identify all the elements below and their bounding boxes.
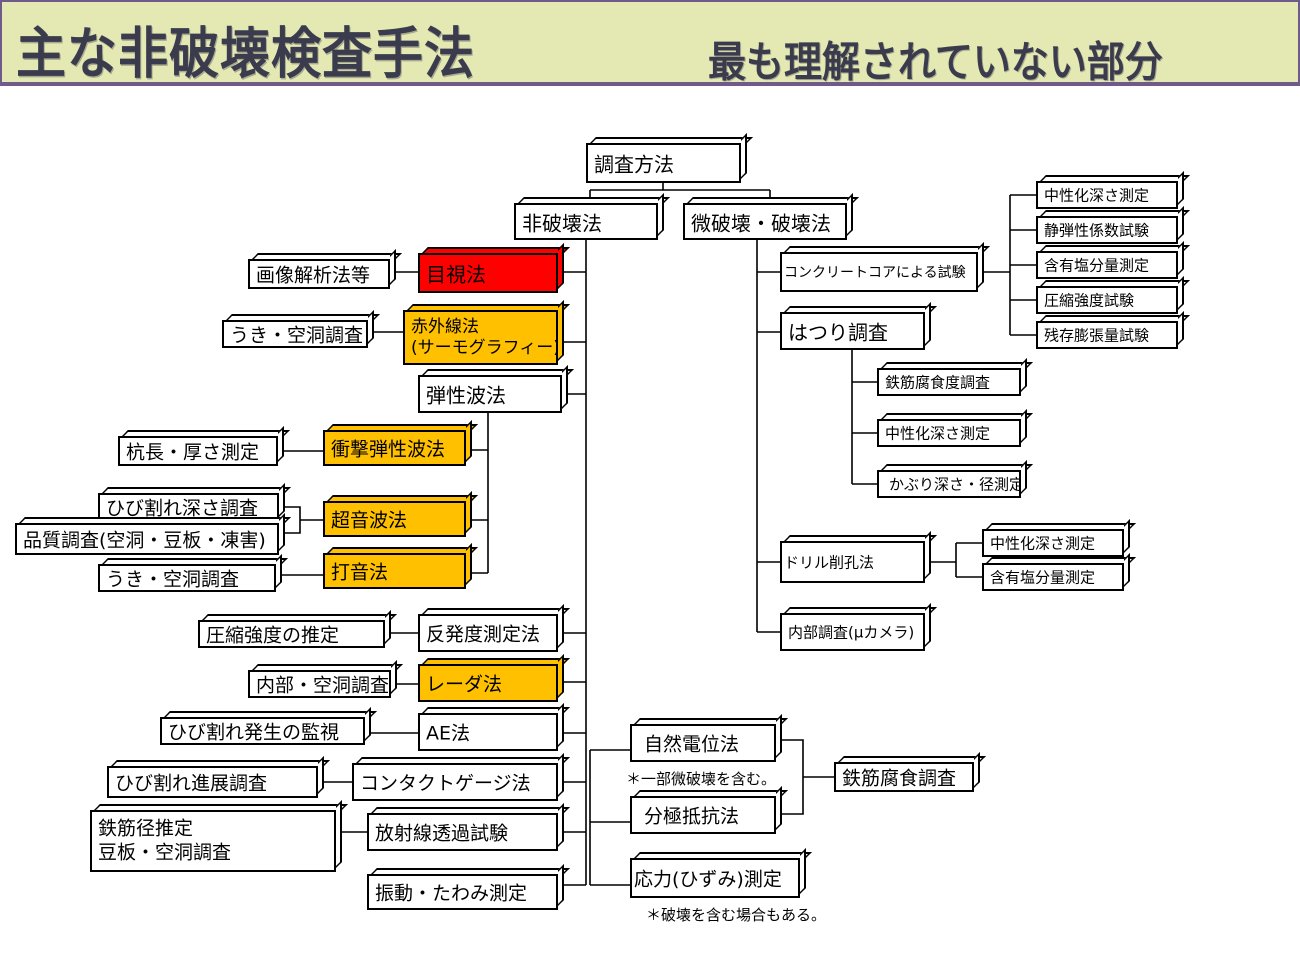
purpose-delamination-void: うき・空洞調査	[222, 320, 368, 348]
purpose-quality-survey: 品質調査(空洞・豆板・凍害)	[15, 523, 279, 555]
non-destructive-node: 非破壊法	[514, 203, 658, 240]
purpose-rebar-corrosion: 鉄筋腐食調査	[834, 762, 974, 792]
chipping-branches	[851, 350, 877, 485]
purpose-pile-thickness: 杭長・厚さ測定	[118, 436, 278, 466]
method-infrared: 赤外線法 (サーモグラフィー)	[403, 310, 560, 365]
non-destructive-branches	[558, 271, 586, 886]
core-child-carbonation-depth: 中性化深さ測定	[1036, 181, 1178, 209]
method-radar: レーダ法	[418, 664, 558, 702]
purpose-delamination-void-2: うき・空洞調査	[98, 564, 276, 592]
purpose-connectors	[280, 271, 420, 833]
method-radiography: 放射線透過試験	[367, 813, 558, 851]
destructive-node: 微破壊・破壊法	[683, 203, 847, 240]
method-chipping: はつり調査	[780, 312, 925, 350]
note-partial-destructive: ＊一部微破壊を含む。	[626, 770, 777, 788]
core-child-chloride-content: 含有塩分量測定	[1036, 251, 1178, 279]
purpose-compressive-strength-estimate: 圧縮強度の推定	[198, 620, 385, 648]
core-child-compressive-strength: 圧縮強度試験	[1036, 286, 1178, 314]
method-hammering: 打音法	[323, 553, 466, 589]
method-visual-inspection: 目視法	[418, 253, 558, 293]
purpose-crack-monitoring: ひび割れ発生の監視	[160, 717, 365, 745]
method-core-test: コンクリートコアによる試験	[780, 252, 978, 292]
purpose-image-analysis: 画像解析法等	[248, 259, 390, 289]
method-drilling: ドリル削孔法	[780, 541, 925, 583]
corrosion-connectors	[778, 739, 834, 815]
note-may-include-destructive: ＊破壊を含む場合もある。	[646, 906, 827, 924]
method-internal-camera: 内部調査(μカメラ)	[780, 613, 925, 651]
slide-header: 主な非破壊検査手法 最も理解されていない部分	[0, 0, 1300, 86]
chipping-child-cover-diameter: かぶり深さ・径測定	[877, 470, 1024, 498]
drill-branches	[925, 542, 982, 578]
core-child-elastic-modulus: 静弾性係数試験	[1036, 216, 1178, 244]
drill-child-carbonation-depth: 中性化深さ測定	[982, 529, 1124, 557]
method-acoustic-emission: AE法	[418, 713, 558, 751]
chipping-child-corrosion-degree: 鉄筋腐食度調査	[877, 368, 1021, 396]
root-node: 調査方法	[586, 143, 741, 183]
drill-child-chloride-content: 含有塩分量測定	[982, 563, 1124, 591]
method-contact-gauge: コンタクトゲージ法	[352, 763, 558, 801]
method-half-cell-potential: 自然電位法	[630, 724, 776, 762]
method-vibration-deflection: 振動・たわみ測定	[367, 874, 558, 910]
elastic-wave-branches	[466, 413, 489, 574]
purpose-crack-growth: ひび割れ進展調査	[107, 766, 318, 798]
method-elastic-wave: 弾性波法	[418, 375, 562, 413]
slide-title: 主な非破壊検査手法	[16, 21, 475, 86]
method-polarization-resistance: 分極抵抗法	[630, 796, 776, 834]
core-test-branches	[978, 194, 1036, 336]
chipping-child-carbonation-depth: 中性化深さ測定	[877, 419, 1021, 447]
destructive-trunk	[756, 240, 780, 633]
method-ultrasonic: 超音波法	[323, 501, 466, 537]
purpose-rebar-diameter-void: 鉄筋径推定 豆板・空洞調査	[90, 810, 336, 872]
method-rebound-hammer: 反発度測定法	[418, 614, 558, 652]
core-child-residual-expansion: 残存膨張量試験	[1036, 321, 1178, 349]
root-connector	[589, 183, 771, 203]
right-method-branches	[589, 749, 632, 886]
slide-subtitle: 最も理解されていない部分	[708, 36, 1163, 87]
method-stress-strain: 応力(ひずみ)測定	[630, 858, 800, 898]
method-impact-echo: 衝撃弾性波法	[323, 430, 466, 466]
ultrasonic-purpose-connectors	[278, 506, 323, 576]
purpose-internal-void: 内部・空洞調査	[248, 670, 391, 698]
